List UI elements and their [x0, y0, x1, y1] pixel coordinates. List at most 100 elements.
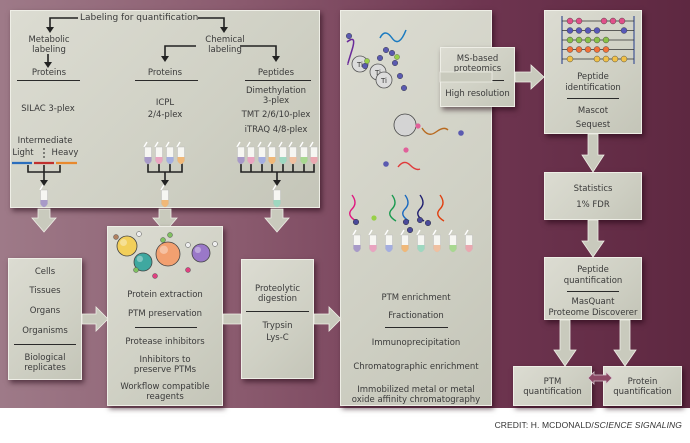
- ptm-bead: [185, 267, 191, 273]
- arrow-to-metabolic: [49, 17, 78, 27]
- protein-quant-box: [603, 366, 682, 406]
- arrow-chemical-peptides: [240, 45, 277, 56]
- ptm-bead: [152, 273, 158, 279]
- peptide-strand: [379, 29, 407, 43]
- icpl-method-2: 2/4-plex: [147, 110, 183, 120]
- tube-icon: [384, 229, 393, 253]
- sample-item-tissues: Tissues: [29, 286, 61, 296]
- abacus-bead: [566, 17, 574, 25]
- peptide-strand: [402, 194, 410, 222]
- ti-label: Ti: [380, 77, 387, 85]
- extraction-detail-3: preserve PTMs: [133, 365, 197, 375]
- abacus-bead: [575, 36, 583, 44]
- sample-footer-1: Biological: [24, 353, 66, 363]
- quantification-tool-masquant: MasQuant: [571, 297, 615, 307]
- digestion-rule: [246, 311, 309, 312]
- ms-detail: High resolution: [445, 89, 510, 99]
- sample-rule: [14, 344, 76, 345]
- arrow-sample-to-extraction: [81, 306, 109, 332]
- extraction-detail-5: reagents: [146, 392, 184, 402]
- arrow-extraction-to-digestion: [222, 313, 242, 325]
- ptm-bead: [185, 242, 191, 248]
- extraction-rule: [135, 327, 197, 328]
- protein-sphere: [155, 241, 181, 267]
- down-arrow-silac: [31, 208, 57, 233]
- enrichment-detail-3: Immobilized metal or metal: [357, 385, 475, 395]
- chemical-peptides-rule: [245, 80, 311, 81]
- acetyl-bead: [415, 123, 421, 129]
- arrow-enrichment-to-ms: [439, 71, 493, 83]
- peptide-strand: [389, 194, 397, 222]
- enrichment-rule: [385, 327, 448, 328]
- abacus-bead: [602, 55, 610, 63]
- protein-sphere: [116, 235, 138, 257]
- phospho-bead: [346, 33, 353, 40]
- phosphate-bead: [371, 215, 377, 221]
- abacus-bead: [620, 55, 628, 63]
- ptm-bead: [136, 231, 142, 237]
- phospho-bead: [397, 72, 404, 79]
- icpl-method-1: ICPL: [155, 98, 175, 108]
- peptide-method-3: TMT 2/6/10-plex: [241, 110, 311, 120]
- labeling-tubes: [39, 141, 318, 208]
- peptide-strand: [349, 194, 357, 222]
- bead: [417, 216, 424, 223]
- metabolic-heading-1: Metabolic: [28, 35, 70, 45]
- ptm-bead: [113, 234, 119, 240]
- identification-tool-mascot: Mascot: [577, 106, 609, 116]
- tube-icon: [257, 141, 266, 165]
- enrichment-detail-4: oxide affinity chromatography: [351, 395, 481, 405]
- bead: [458, 130, 464, 136]
- silac-heavy-label: Heavy: [51, 148, 79, 158]
- abacus-bead: [593, 27, 601, 34]
- tube-icon: [278, 141, 287, 165]
- down-arrow-peptides: [264, 208, 290, 233]
- abacus-bead: [575, 27, 583, 34]
- tube-icon: [432, 229, 441, 253]
- credit-prefix: CREDIT: H. MCDONALD/: [494, 420, 594, 430]
- peptide-bracket: [240, 163, 315, 180]
- silac-light-label: Light: [12, 148, 34, 158]
- ptm-quant-box: [513, 366, 592, 406]
- arrow-quant-to-ptm: [553, 319, 577, 367]
- abacus-bead: [593, 55, 601, 63]
- phospho-bead: [377, 55, 384, 62]
- digestion-box: [241, 259, 314, 379]
- quantification-tool-pd: Proteome Discoverer: [548, 308, 638, 318]
- abacus-bead: [584, 36, 592, 44]
- peptide-strand: [437, 194, 445, 222]
- extraction-detail-4: Workflow compatible: [120, 382, 210, 392]
- arrow-identification-to-statistics: [581, 133, 605, 173]
- ptm-bead: [167, 232, 173, 238]
- tube-icon: [236, 141, 245, 165]
- ti-bead: [375, 71, 393, 89]
- abacus-bead: [584, 46, 592, 53]
- diagram-canvas: Labeling for quantification Metabolic la…: [0, 0, 690, 408]
- ptm-bead: [160, 237, 166, 243]
- extraction-item-2: PTM preservation: [128, 309, 202, 319]
- tube-icon: [309, 141, 318, 165]
- credit-source: SCIENCE SIGNALING: [593, 420, 682, 430]
- abacus-bead: [600, 17, 608, 25]
- digestion-enzyme-trypsin: Trypsin: [262, 321, 293, 331]
- protein-quant-2: quantification: [613, 387, 672, 397]
- flow-arrows: [81, 64, 637, 385]
- abacus-bead: [609, 17, 617, 25]
- arrow-statistics-to-quantification: [581, 219, 605, 258]
- ms-title-2: proteomics: [453, 64, 502, 74]
- extraction-detail-2: Inhibitors to: [139, 355, 191, 365]
- metabolic-rule: [17, 80, 80, 81]
- extraction-detail-1: Protease inhibitors: [125, 337, 205, 347]
- ti-label: Ti: [374, 69, 381, 77]
- ptm-bead: [133, 267, 139, 273]
- enrichment-item-2: Fractionation: [388, 311, 444, 321]
- abacus-bead: [620, 27, 628, 34]
- phospho-bead: [389, 50, 396, 57]
- phospho-bead: [392, 60, 399, 67]
- tube-icon: [368, 229, 377, 253]
- digestion-enzyme-lysc: Lys-C: [266, 333, 289, 343]
- tube-icon: [352, 229, 361, 253]
- ti-label: Ti: [356, 61, 363, 69]
- bead: [425, 219, 432, 226]
- tube-icon: [39, 184, 48, 208]
